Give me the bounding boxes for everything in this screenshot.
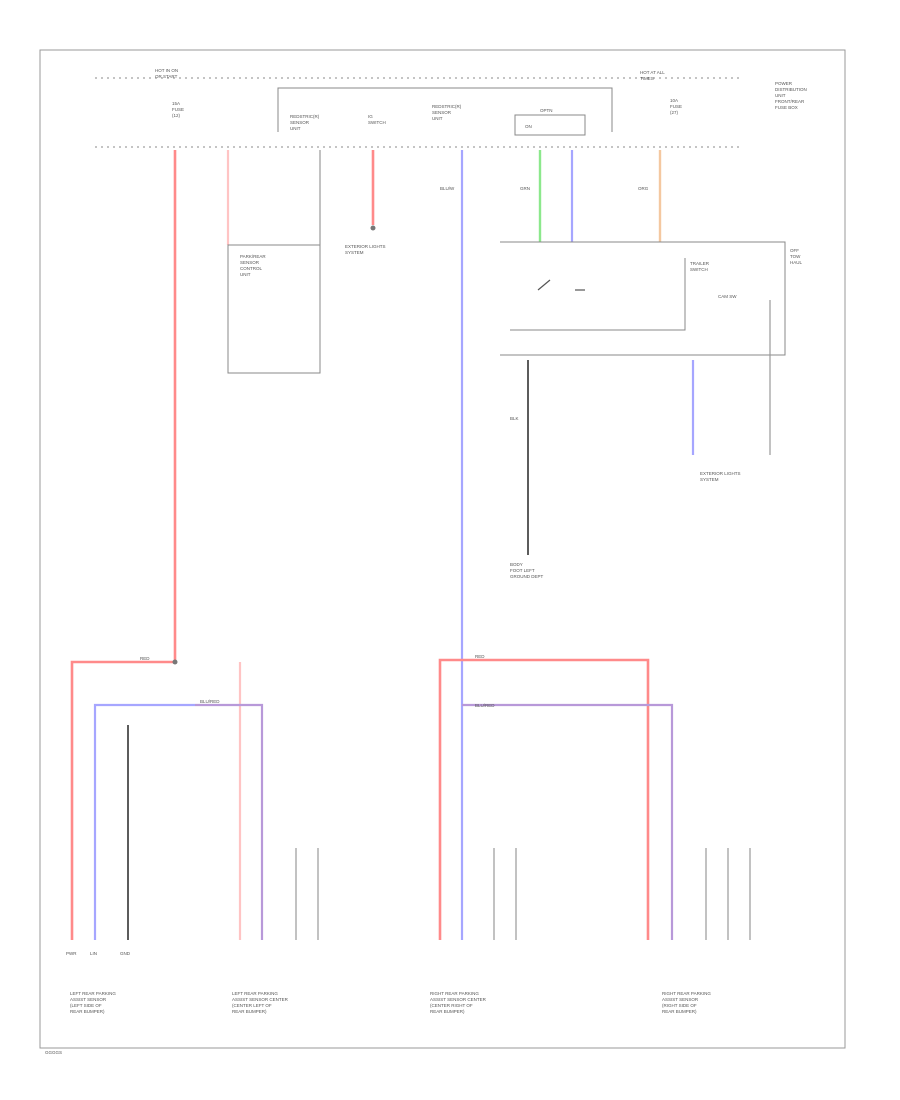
- switch-contact-a: [537, 279, 551, 291]
- left-module-box: [227, 244, 321, 374]
- wire-violet-right-bus: [462, 703, 674, 940]
- pin-label-1: PWR: [66, 951, 77, 956]
- pin-label-3: GND: [120, 951, 131, 956]
- ig-switch-node: [370, 225, 376, 231]
- opt-on-label: ON: [525, 124, 532, 129]
- switch-inner-frame: [510, 258, 686, 331]
- wire-code-red-right: RED: [475, 654, 485, 659]
- opt-box: [514, 114, 586, 136]
- wire-code-vio: BLU/RED: [200, 699, 220, 704]
- wire-code-grn: GRN: [520, 186, 530, 191]
- wire-code-vio-right: BLU/RED: [475, 703, 495, 708]
- switch-box-frame: [500, 241, 786, 356]
- wire-code-red: RED: [140, 656, 150, 661]
- splice-left-red: [172, 659, 178, 665]
- footer-id: GGGGS: [45, 1050, 62, 1055]
- wire-code-blu: BLU/W: [440, 186, 455, 191]
- wire-violet-left-bus: [195, 703, 264, 940]
- pin-label-2: LIN: [90, 951, 97, 956]
- opt-label: OPTN: [540, 108, 553, 113]
- warning-unit-box: [277, 87, 613, 132]
- wire-red-right-bus: [438, 658, 650, 940]
- wire-left-red-branch: [70, 660, 175, 940]
- wire-code-blk: BLK: [510, 416, 519, 421]
- diagram-frame: [39, 49, 846, 1049]
- switch-right-label: CAM SW: [718, 294, 737, 299]
- wire-blue-left-bus: [93, 703, 195, 940]
- wire-code-org: ORG: [638, 186, 649, 191]
